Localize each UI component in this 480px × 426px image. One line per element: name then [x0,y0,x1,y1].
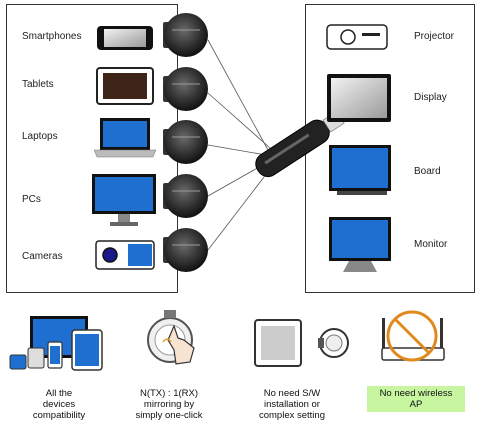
source-label-smartphones: Smartphones [22,31,82,42]
display-icon [327,74,391,122]
pc-icon [92,174,156,226]
display-label-board: Board [414,166,441,177]
smartphone-icon [97,26,153,50]
source-label-pcs: PCs [22,194,41,205]
display-label-monitor: Monitor [414,239,448,250]
display-label-display: Display [414,92,447,103]
projector-icon [326,24,388,50]
camera-icon [95,240,155,270]
devices-compatibility-icon [9,316,103,371]
no-software-icon [254,319,349,367]
tablet-icon [96,67,154,105]
feature-devices-compatibility: All the devices compatibility [32,388,86,421]
source-label-tablets: Tablets [22,79,54,90]
source-label-laptops: Laptops [22,131,58,142]
connection-lines [207,39,275,251]
feature-no-wireless-ap: No need wireless AP [367,386,465,412]
feature-no-software: No need S/W installation or complex sett… [258,388,325,421]
laptop-icon [93,118,157,158]
board-icon [329,145,391,195]
one-click-icon [147,310,195,365]
source-label-cameras: Cameras [22,251,63,262]
display-label-projector: Projector [414,31,455,42]
monitor-icon [329,217,391,272]
no-wireless-ap-icon [381,310,445,362]
feature-one-click-mirroring: N(TX) : 1(RX) mirroring by simply one-cl… [135,388,203,421]
transmitter-pucks [163,13,208,272]
